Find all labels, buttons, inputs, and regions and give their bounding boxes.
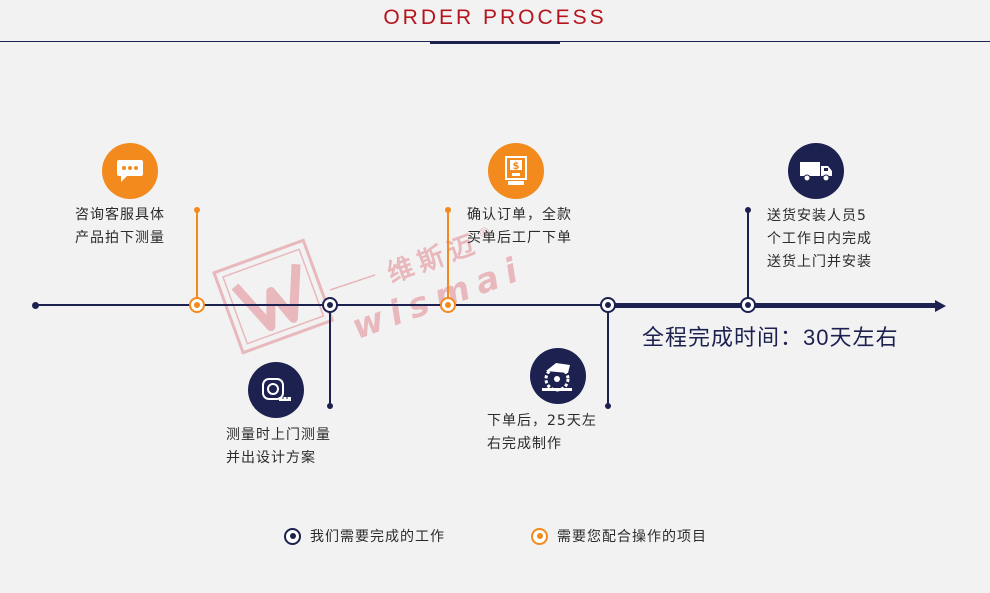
step-3-connector (447, 210, 449, 298)
timeline-final-segment (612, 303, 937, 308)
step-2-connector (329, 313, 331, 406)
step-5-endcap (745, 207, 751, 213)
legend-company-marker (284, 527, 301, 545)
step-5-line-3: 送货上门并安装 (767, 254, 872, 270)
legend-customer-label: 需要您配合操作的项目 (557, 529, 707, 545)
step-1-endcap (194, 207, 200, 213)
step-4-endcap (605, 403, 611, 409)
step-2-icon-badge (248, 362, 304, 418)
step-3-line-2: 买单后工厂下单 (467, 230, 572, 246)
step-4-connector (607, 313, 609, 406)
watermark-logo-icon (212, 238, 376, 355)
truck-icon (800, 162, 832, 182)
step-1-line-1: 咨询客服具体 (75, 207, 165, 223)
step-3-node (440, 297, 456, 313)
timeline-arrow-icon (935, 300, 946, 312)
step-4-node (600, 297, 616, 313)
step-4-icon-badge (530, 348, 586, 404)
step-1-text: 咨询客服具体 产品拍下测量 (75, 204, 165, 250)
step-3-line-1: 确认订单，全款 (467, 207, 572, 223)
timeline-axis (35, 304, 935, 306)
legend-company: 我们需要完成的工作 (284, 526, 445, 546)
step-2-text: 测量时上门测量 并出设计方案 (226, 424, 331, 470)
legend-company-label: 我们需要完成的工作 (310, 529, 445, 545)
step-4-text: 下单后，25天左 右完成制作 (487, 410, 597, 456)
step-2-line-2: 并出设计方案 (226, 450, 316, 466)
timeline-start-dot (32, 302, 39, 309)
step-4-line-2: 右完成制作 (487, 436, 562, 452)
step-1-line-2: 产品拍下测量 (75, 230, 165, 246)
saw-icon (542, 363, 572, 392)
step-2-endcap (327, 403, 333, 409)
svg-text:$: $ (513, 161, 520, 172)
step-3-endcap (445, 207, 451, 213)
step-5-connector (747, 210, 749, 298)
watermark-reg: ® (478, 226, 491, 241)
step-5-line-1: 送货安装人员5 (767, 208, 867, 224)
page-title: ORDER PROCESS (383, 6, 607, 29)
legend-customer-marker (531, 527, 548, 545)
step-3-text: 确认订单，全款 买单后工厂下单 (467, 204, 572, 250)
step-5-node (740, 297, 756, 313)
step-4-line-1: 下单后，25天左 (487, 413, 597, 429)
step-1-connector (196, 210, 198, 298)
watermark: 维斯迈 ® wismai (210, 220, 540, 360)
legend-customer: 需要您配合操作的项目 (531, 526, 707, 546)
total-time-label: 全程完成时间：30天左右 (642, 325, 899, 350)
step-1-node (189, 297, 205, 313)
step-5-icon-badge (788, 143, 844, 199)
step-3-icon-badge: $ (488, 143, 544, 199)
header-divider-accent (430, 41, 560, 44)
chat-icon (117, 160, 143, 182)
step-2-node (322, 297, 338, 313)
payment-icon: $ (505, 156, 527, 185)
step-2-line-1: 测量时上门测量 (226, 427, 331, 443)
step-5-line-2: 个工作日内完成 (767, 231, 872, 247)
step-1-icon-badge (102, 143, 158, 199)
step-5-text: 送货安装人员5 个工作日内完成 送货上门并安装 (767, 205, 872, 274)
tape-measure-icon (262, 378, 291, 401)
